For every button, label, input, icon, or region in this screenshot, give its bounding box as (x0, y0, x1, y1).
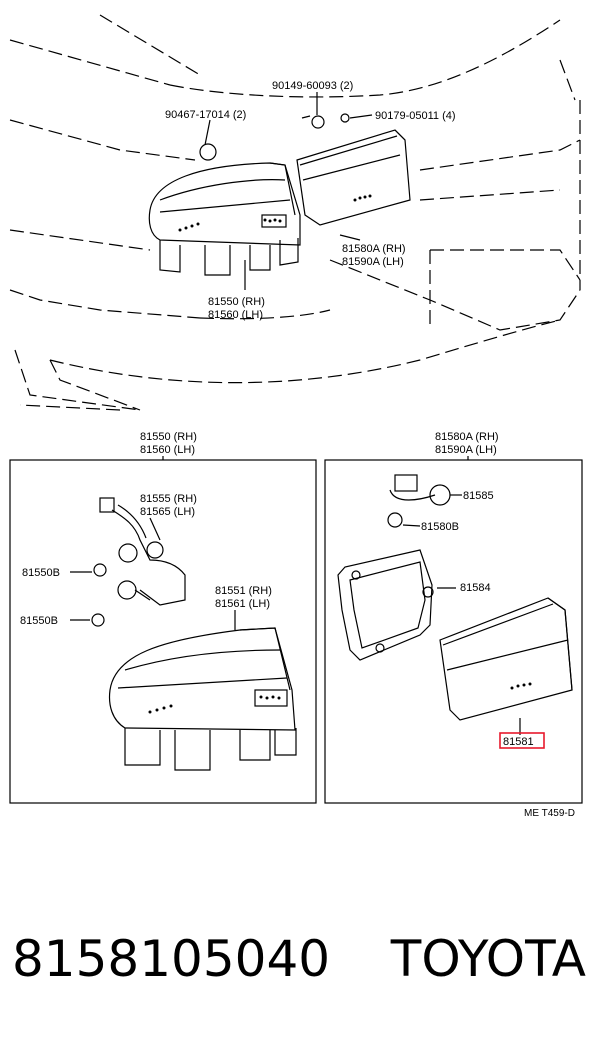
brand-name: TOYOTA (390, 930, 586, 988)
label-81551: 81551 (RH) (215, 585, 272, 597)
label-81550-left-box: 81550 (RH) (140, 431, 197, 443)
label-81585: 81585 (463, 490, 494, 502)
label-81590a-right-box: 81590A (LH) (435, 444, 497, 456)
back-up-lens-top (296, 129, 411, 226)
label-81550-top: 81550 (RH) (208, 296, 265, 308)
part-footer: 8158105040 TOYOTA (0, 930, 600, 1010)
screw-90149-icon (311, 115, 325, 129)
label-90467: 90467-17014 (2) (165, 109, 246, 121)
exploded-parts-diagram: 90467-17014 (2) 90149-60093 (2) 90179-05… (9, 14, 583, 819)
bolt-90467-icon (199, 143, 217, 161)
label-81580a-top: 81580A (RH) (342, 243, 406, 255)
part-number: 8158105040 (12, 930, 331, 988)
nut-90179-icon (340, 113, 350, 123)
highlight-81581-frame (499, 732, 545, 749)
bulb-81580b-icon (387, 512, 403, 528)
label-81580b: 81580B (421, 521, 459, 533)
wiring-harness (99, 497, 186, 606)
label-81561: 81561 (LH) (215, 598, 270, 610)
label-81565: 81565 (LH) (140, 506, 195, 518)
vehicle-body-outline (9, 14, 581, 411)
label-90149: 90149-60093 (2) (272, 80, 353, 92)
label-81560-top: 81560 (LH) (208, 309, 263, 321)
bulb-81550b-b-icon (91, 613, 105, 627)
bulb-81550b-a-icon (93, 563, 107, 577)
lens-texture (148, 194, 532, 714)
socket-81585-assembly (389, 474, 462, 506)
tail-lamp-top (148, 162, 301, 276)
label-81550b-a: 81550B (22, 567, 60, 579)
label-81580a-right-box: 81580A (RH) (435, 431, 499, 443)
label-81560-left-box: 81560 (LH) (140, 444, 195, 456)
gasket-81584 (337, 549, 456, 661)
tail-lamp-body-exploded (108, 610, 297, 771)
label-81555: 81555 (RH) (140, 493, 197, 505)
right-exploded-box (324, 459, 583, 804)
diagram-code: ME T459-D (524, 808, 575, 819)
label-81590a-top: 81590A (LH) (342, 256, 404, 268)
lens-81581 (439, 597, 573, 735)
label-81584: 81584 (460, 582, 491, 594)
label-90179: 90179-05011 (4) (375, 110, 456, 122)
label-81550b-b: 81550B (20, 615, 58, 627)
label-81581-highlighted: 81581 (503, 736, 534, 748)
